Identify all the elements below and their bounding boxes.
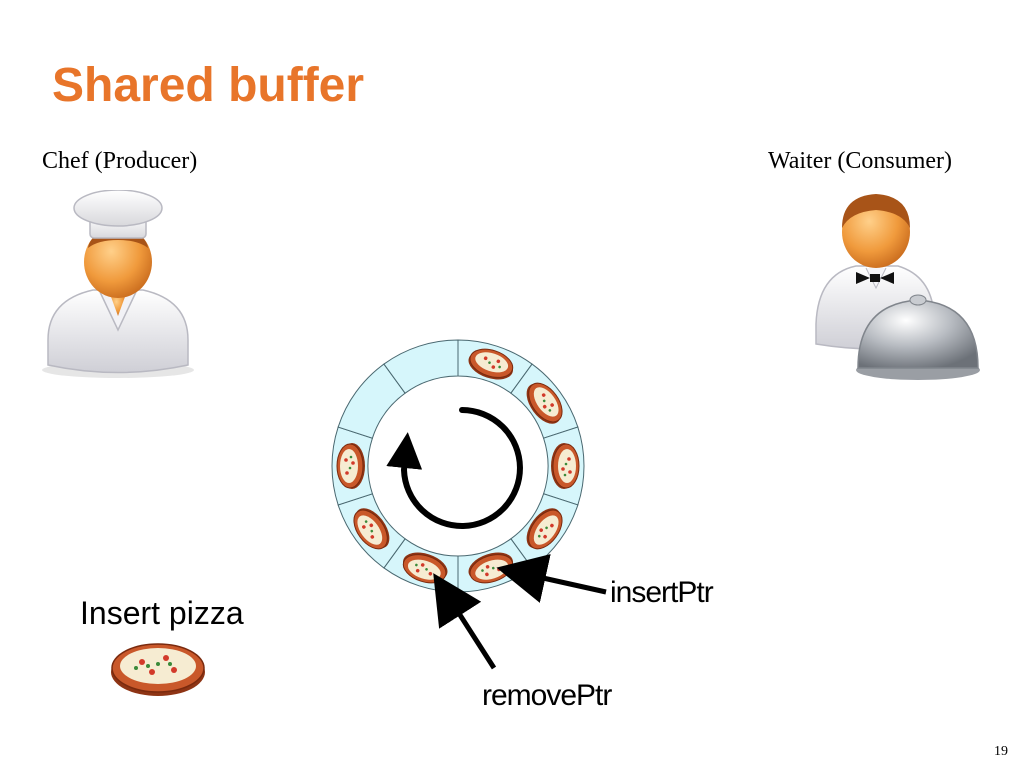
insert-pizza-label: Insert pizza	[80, 595, 244, 631]
pizza-icon	[111, 643, 205, 696]
producer-label: Chef (Producer)	[42, 148, 198, 174]
buffer-pizza-icon	[353, 508, 390, 550]
buffer-slots	[331, 339, 585, 593]
buffer-pizza-icon	[526, 382, 563, 424]
insert-ptr-label: insertPtr	[610, 576, 714, 609]
buffer-pizza-icon	[526, 508, 563, 550]
buffer-pizza-icon	[336, 443, 365, 489]
waiter-icon	[815, 194, 980, 380]
chef-icon	[42, 190, 194, 378]
slide-title: Shared buffer	[52, 59, 365, 112]
buffer-pizza-icon	[551, 443, 580, 489]
direction-arrow	[386, 407, 523, 529]
remove-ptr-label: removePtr	[482, 679, 612, 712]
consumer-label: Waiter (Consumer)	[768, 148, 953, 174]
remove-ptr-arrow	[433, 573, 497, 670]
insert-ptr-arrow	[496, 554, 607, 603]
buffer-pizza-icon	[468, 348, 514, 380]
page-number: 19	[994, 744, 1008, 759]
buffer-slot	[383, 339, 459, 394]
